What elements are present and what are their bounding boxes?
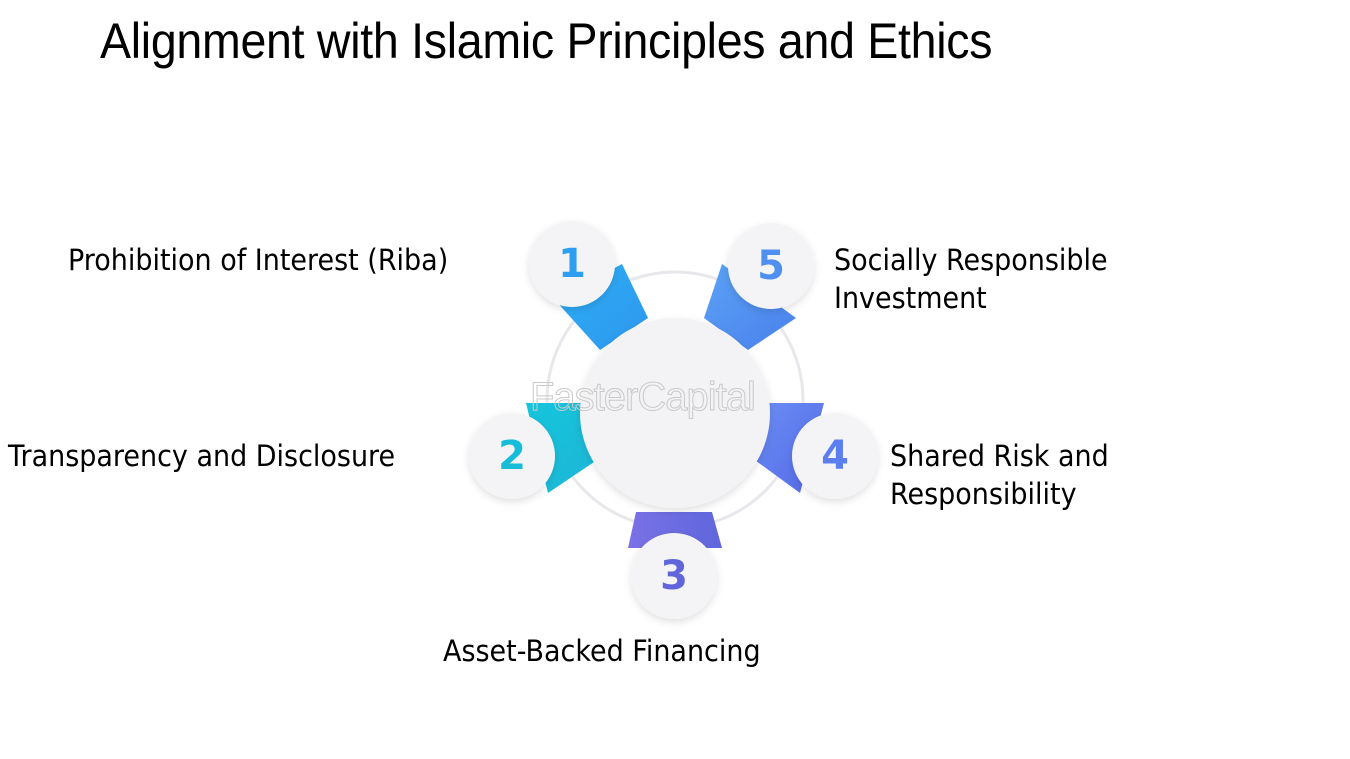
step-number-5: 5	[757, 243, 785, 289]
step-number-2: 2	[498, 433, 526, 479]
node-circle-1	[529, 221, 615, 307]
label-2: Transparency and Disclosure	[8, 437, 395, 475]
label-3: Asset-Backed Financing	[443, 632, 761, 670]
step-number-4: 4	[821, 433, 849, 479]
label-1-text: Prohibition of Interest (Riba)	[68, 243, 449, 277]
step-number-3: 3	[660, 553, 688, 599]
node-circle-2	[469, 413, 555, 499]
label-5-line-1: Socially Responsible	[834, 243, 1108, 277]
watermark-logo: FasterCapital	[530, 375, 757, 420]
connector-1	[555, 264, 648, 350]
label-4-line-2: Responsibility	[890, 477, 1077, 511]
label-2-text: Transparency and Disclosure	[8, 439, 396, 473]
node-circle-4	[792, 413, 878, 499]
label-5: Socially Responsible Investment	[834, 241, 1108, 317]
label-4: Shared Risk and Responsibility	[890, 437, 1109, 513]
center-circle	[580, 318, 770, 508]
connector-5	[704, 264, 796, 350]
step-number-1: 1	[558, 241, 586, 287]
label-1: Prohibition of Interest (Riba)	[68, 241, 448, 279]
label-4-line-1: Shared Risk and	[890, 439, 1109, 473]
label-5-line-2: Investment	[834, 281, 987, 315]
page-title: Alignment with Islamic Principles and Et…	[100, 13, 993, 69]
label-3-text: Asset-Backed Financing	[443, 634, 761, 668]
connector-3	[628, 512, 722, 548]
node-circle-3	[631, 533, 717, 619]
node-circle-5	[728, 223, 814, 309]
